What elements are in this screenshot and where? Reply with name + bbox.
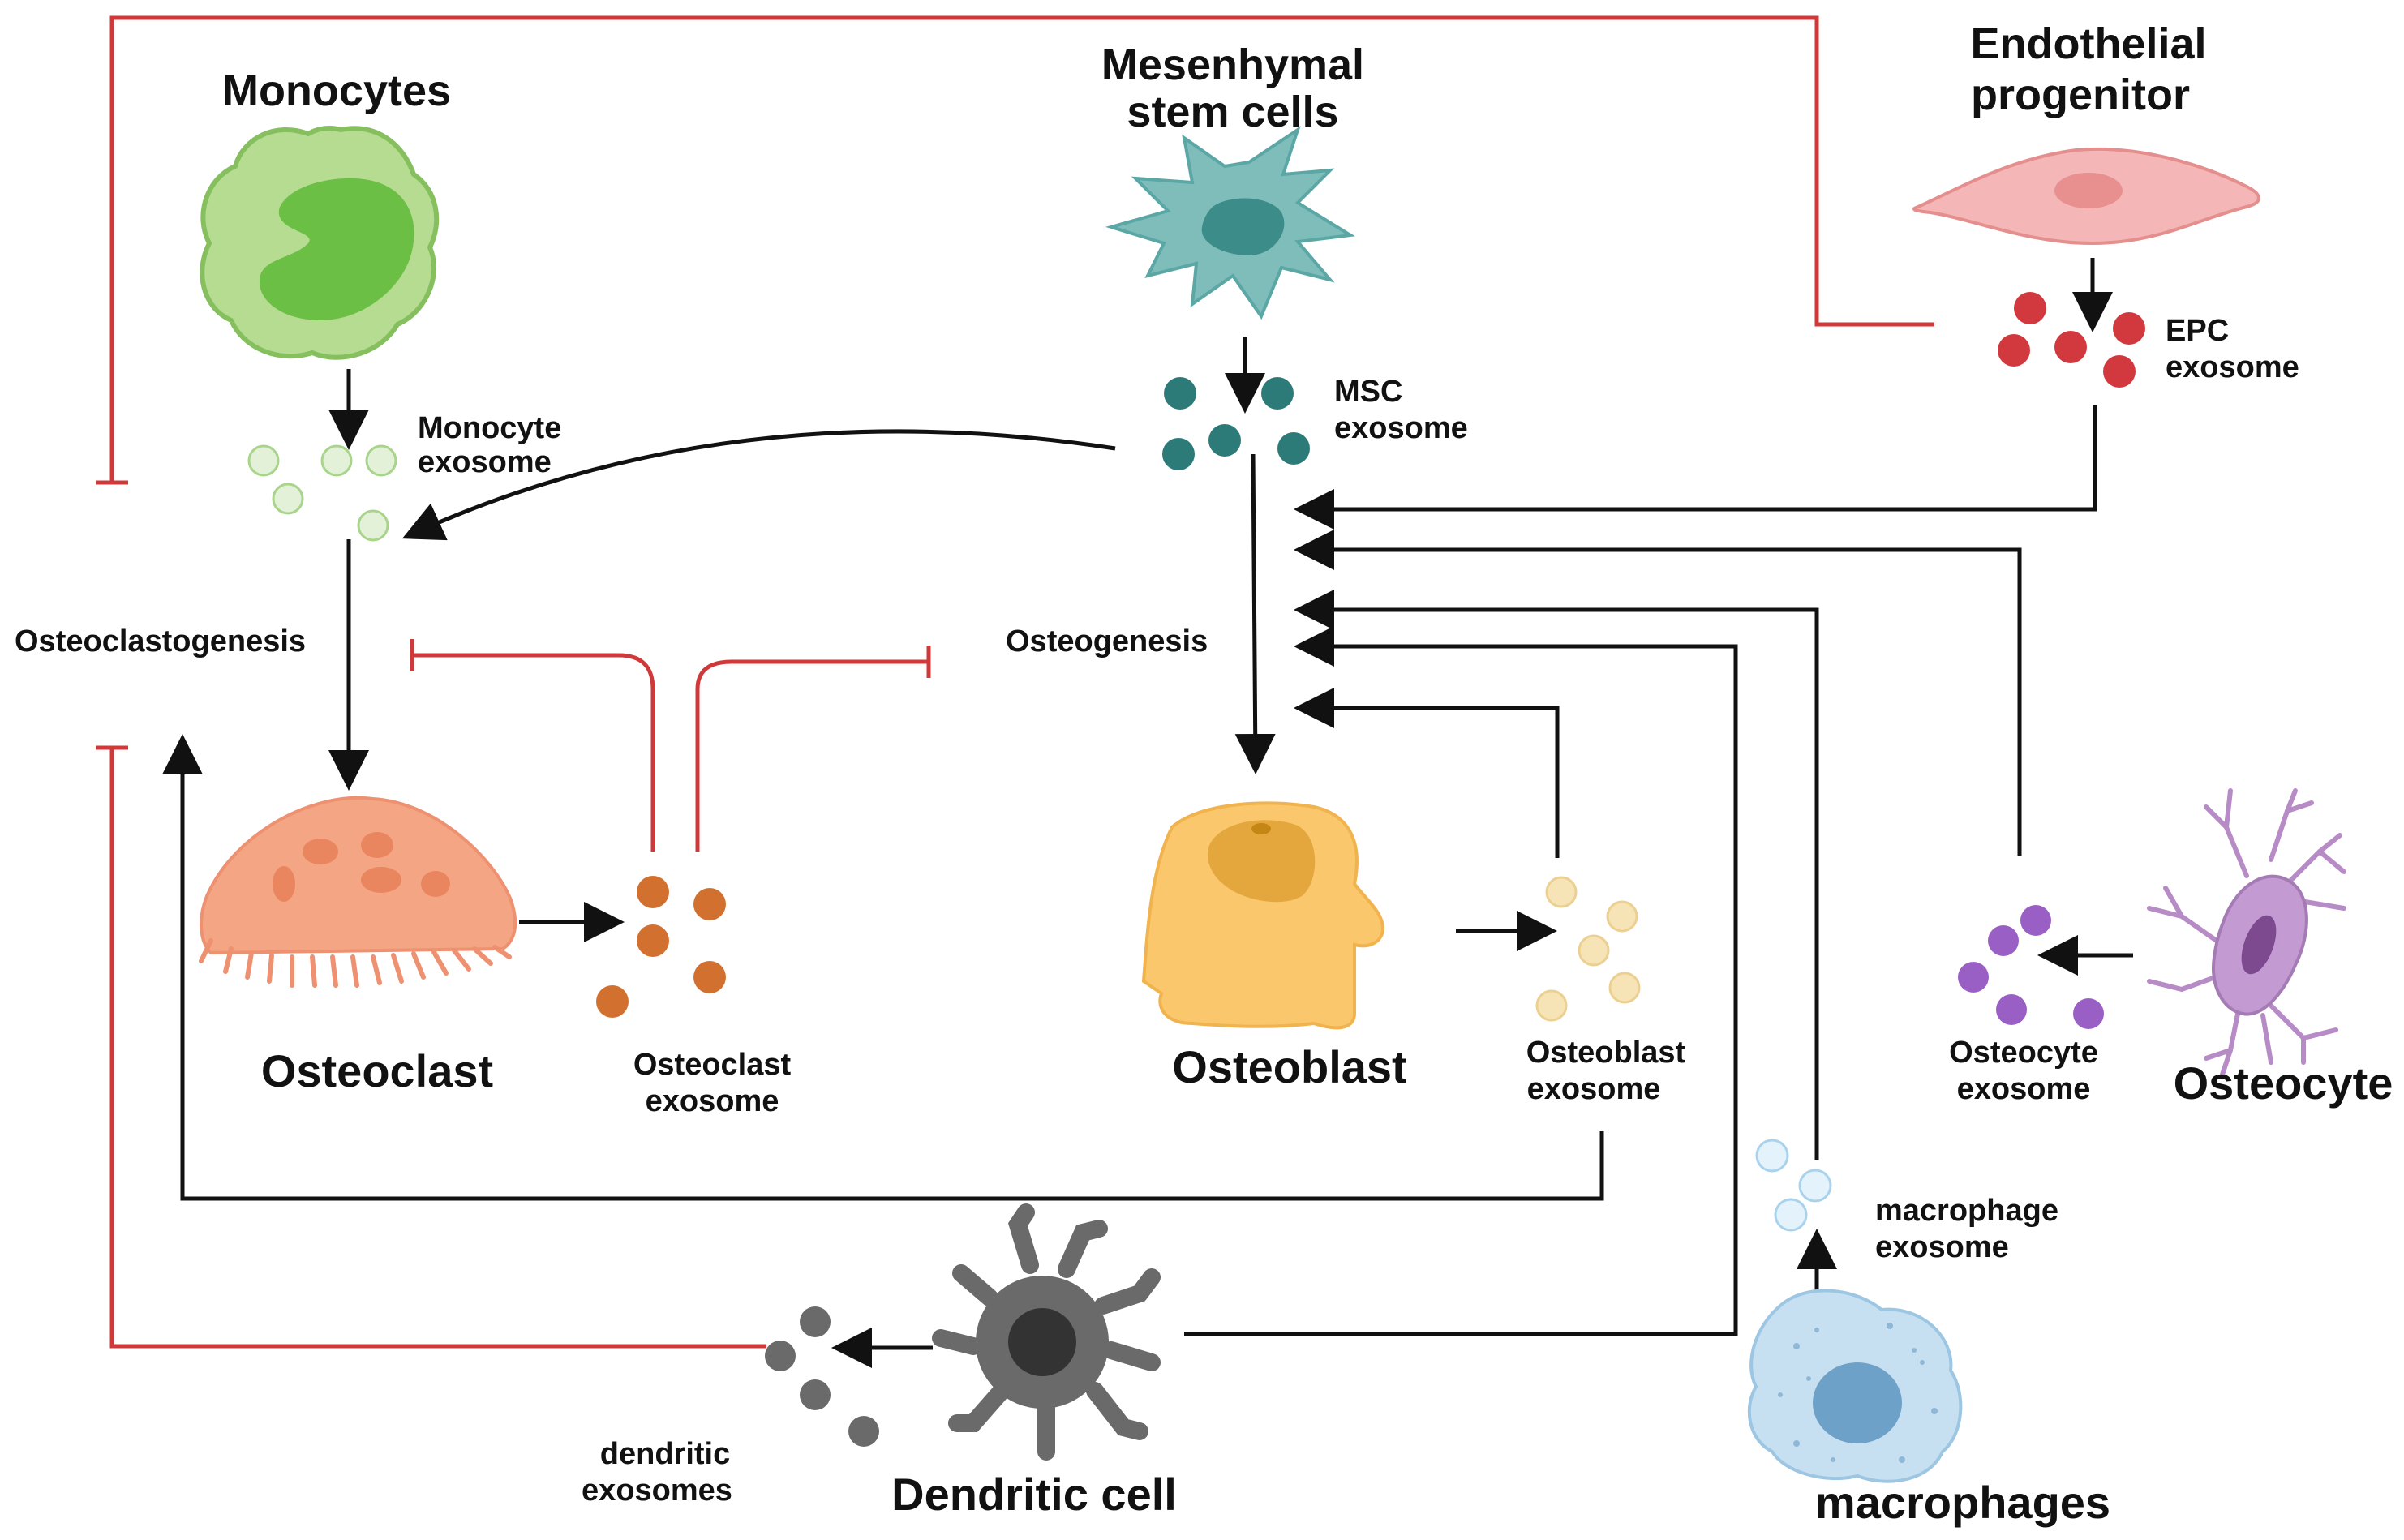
msc-cell-icon <box>1105 126 1355 320</box>
endothelial-title-line1: Endothelial <box>1970 19 2206 68</box>
osteocyte-exosome-dots <box>1958 905 2104 1029</box>
endothelial-title-line2: progenitor <box>1971 71 2190 119</box>
arrow-mscexo-to-osteoblast <box>1234 453 1276 774</box>
osteogenesis-label: Osteogenesis <box>1006 624 1208 658</box>
inhibit-osteoclast-exo-right <box>695 659 929 852</box>
dendritic-exosome-dots <box>765 1306 879 1447</box>
osteoclast-exosome-label-1: Osteoclast <box>633 1048 792 1082</box>
promotion-arrows <box>162 258 2133 1368</box>
arrow-dendritic-to-osteogenesis <box>1184 626 1738 1336</box>
epc-exosome-label-2: exosome <box>2166 350 2299 384</box>
osteoblast-cell-icon <box>1141 801 1385 1030</box>
osteoclast-exosome-dots <box>596 876 726 1018</box>
osteoblast-exosome-label-2: exosome <box>1527 1072 1661 1106</box>
arrow-macroexo-to-osteogenesis <box>1294 590 1819 1160</box>
arrow-epcexo-to-osteogenesis <box>1294 405 2097 530</box>
osteocyte-exosome-label-2: exosome <box>1957 1072 2091 1106</box>
monocyte-exosome-label-1: Monocyte <box>418 411 561 445</box>
osteocyte-exosome-label-1: Osteocyte <box>1949 1036 2098 1070</box>
dendritic-exosome-label-2: exosomes <box>582 1474 732 1508</box>
macrophage-cell-icon <box>1747 1289 1963 1483</box>
osteocyte-cell-icon <box>2147 788 2346 1077</box>
osteoclast-cell-icon <box>199 796 517 988</box>
epc-exosome-dots <box>1998 292 2145 388</box>
osteoclast-exosome-label-2: exosome <box>646 1084 779 1118</box>
arrow-osteoblastexo-to-osteoclastogenesis <box>162 734 1604 1201</box>
dendritic-title: Dendritic cell <box>891 1469 1177 1520</box>
macrophages-title: macrophages <box>1815 1477 2110 1528</box>
macrophage-exosome-dots <box>1755 1139 1832 1232</box>
inhibit-epc-to-osteoclastogenesis <box>109 15 1934 483</box>
osteoblast-exosome-label-1: Osteoblast <box>1526 1036 1686 1070</box>
msc-exosome-label-1: MSC <box>1334 375 1402 409</box>
osteoclast-title: Osteoclast <box>261 1045 493 1096</box>
msc-title-line1: Mesenhymal <box>1101 41 1364 89</box>
osteoblast-title: Osteoblast <box>1172 1041 1406 1092</box>
msc-exosome-label-2: exosome <box>1334 411 1468 445</box>
osteoclastogenesis-label: Osteoclastogenesis <box>15 624 306 658</box>
arrow-osteocyteexo-to-osteogenesis <box>1294 530 2022 856</box>
epc-exosome-label-1: EPC <box>2166 314 2229 348</box>
msc-title-line2: stem cells <box>1127 88 1338 136</box>
monocyte-cell-icon <box>200 125 440 360</box>
inhibition-lines <box>96 15 1934 1349</box>
macrophage-exosome-label-2: exosome <box>1875 1230 2009 1264</box>
inhibit-dendritic-to-osteoclastogenesis <box>109 748 766 1349</box>
osteoblast-exosome-dots <box>1535 876 1641 1022</box>
osteocyte-title: Osteocyte <box>2174 1057 2393 1109</box>
monocyte-exosome-label-2: exosome <box>418 445 552 479</box>
arrow-osteoblastexo-to-osteogenesis <box>1294 688 1560 858</box>
monocytes-title: Monocytes <box>222 66 451 115</box>
monocyte-exosome-dots <box>247 444 397 542</box>
inhibit-osteoclast-exo-left <box>412 653 655 852</box>
macrophage-exosome-label-1: macrophage <box>1875 1194 2058 1228</box>
dendritic-exosome-label-1: dendritic <box>600 1437 730 1471</box>
dendritic-cell-icon <box>932 1203 1161 1461</box>
arrow-mscexo-to-monoexo <box>401 429 1116 541</box>
epc-cell-icon <box>1912 147 2260 246</box>
msc-exosome-dots <box>1162 377 1310 470</box>
